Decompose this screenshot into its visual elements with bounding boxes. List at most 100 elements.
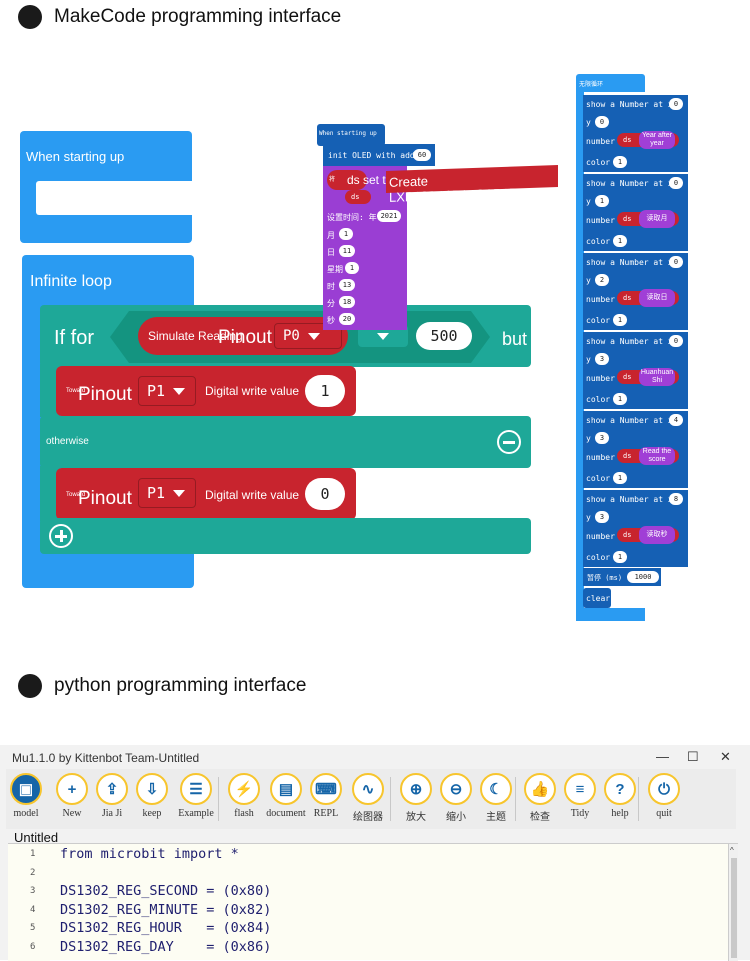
show-number-block[interactable]: show a Number at x 0 y 0 number ds Year … bbox=[583, 95, 688, 172]
x-input[interactable]: 4 bbox=[669, 414, 683, 426]
y-label: y bbox=[586, 513, 591, 522]
init-oled-block[interactable]: init OLED with addr 60 bbox=[323, 144, 435, 166]
operator-dropdown[interactable] bbox=[358, 325, 408, 347]
color-input[interactable]: 1 bbox=[613, 393, 627, 405]
toolbar-button-document[interactable]: ▤ document bbox=[266, 773, 306, 819]
write-value-input[interactable]: 0 bbox=[305, 478, 345, 510]
field-input-hour[interactable]: 13 bbox=[339, 279, 355, 291]
remove-branch-icon[interactable] bbox=[497, 430, 521, 454]
toolbar-button-label: 绘图器 bbox=[353, 812, 383, 823]
ds-function-dropdown[interactable]: Year after year bbox=[639, 131, 675, 149]
scroll-up-icon[interactable]: ^ bbox=[730, 846, 734, 855]
toolbar-button-主题[interactable]: ☾ 主题 bbox=[476, 773, 516, 823]
color-label: color bbox=[586, 553, 611, 562]
bullet-icon bbox=[18, 674, 42, 698]
toolbar-button-flash[interactable]: ⚡ flash bbox=[224, 773, 264, 819]
compare-value-input[interactable]: 500 bbox=[416, 322, 472, 350]
show-number-block[interactable]: show a Number at x 4 y 3 number ds Read … bbox=[583, 411, 688, 488]
vertical-scrollbar[interactable]: ^ bbox=[728, 844, 738, 961]
pin-dropdown[interactable]: P1 bbox=[138, 478, 196, 508]
maximize-button[interactable]: ☐ bbox=[687, 749, 699, 764]
middle-hat-block[interactable]: When starting up bbox=[317, 124, 385, 146]
toolbar-button-绘图器[interactable]: ∿ 绘图器 bbox=[348, 773, 388, 823]
color-input[interactable]: 1 bbox=[613, 235, 627, 247]
color-input[interactable]: 1 bbox=[613, 472, 627, 484]
field-input-month[interactable]: 1 bbox=[339, 228, 353, 240]
toolbar-button-help[interactable]: ? help bbox=[600, 773, 640, 819]
start-block[interactable]: When starting up bbox=[20, 131, 192, 243]
y-input[interactable]: 3 bbox=[595, 432, 609, 444]
color-input[interactable]: 1 bbox=[613, 551, 627, 563]
field-input-day[interactable]: 11 bbox=[339, 245, 355, 257]
write-value-input[interactable]: 1 bbox=[305, 375, 345, 407]
ds-dropdown[interactable]: ds bbox=[345, 190, 371, 204]
code-line[interactable]: DS1302_REG_MINUTE = (0x82) bbox=[60, 901, 272, 918]
ds-function-dropdown[interactable]: 读取日 bbox=[639, 289, 675, 307]
pause-block[interactable]: 暂停 (ms) 1000 bbox=[583, 568, 661, 586]
ds-label: ds bbox=[623, 215, 632, 223]
pin-read-dropdown[interactable]: P0 bbox=[274, 323, 342, 349]
color-label: color bbox=[586, 474, 611, 483]
pin-dropdown[interactable]: P1 bbox=[138, 376, 196, 406]
toolbar: ▣ model+ New⇪ Jia Ji⇩ keep☰ Example⚡ fla… bbox=[6, 769, 736, 829]
field-input-second[interactable]: 20 bbox=[339, 313, 355, 325]
if-block[interactable]: If for but Simulate Reading Pinout P0 50… bbox=[40, 305, 531, 367]
digital-write-block-then[interactable]: Toward Pinout P1 Digital write value 1 bbox=[56, 366, 356, 416]
x-input[interactable]: 0 bbox=[669, 256, 683, 268]
minimize-button[interactable]: — bbox=[656, 749, 669, 764]
thumbs-up-icon: 👍 bbox=[524, 773, 556, 805]
toolbar-button-quit[interactable]: ⏻ quit bbox=[644, 773, 684, 819]
digital-write-block-else[interactable]: Toward Pinout P1 Digital write value 0 bbox=[56, 468, 356, 520]
x-input[interactable]: 0 bbox=[669, 98, 683, 110]
right-hat-block[interactable]: 无限循环 bbox=[576, 74, 645, 92]
y-input[interactable]: 0 bbox=[595, 116, 609, 128]
field-input-minute[interactable]: 18 bbox=[339, 296, 355, 308]
toolbar-button-放大[interactable]: ⊕ 放大 bbox=[396, 773, 436, 823]
show-number-block[interactable]: show a Number at x 0 y 2 number ds 读取日 c… bbox=[583, 253, 688, 330]
y-input[interactable]: 1 bbox=[595, 195, 609, 207]
toolbar-button-缩小[interactable]: ⊖ 缩小 bbox=[436, 773, 476, 823]
show-number-block[interactable]: show a Number at x 8 y 3 number ds 读取秒 c… bbox=[583, 490, 688, 567]
toolbar-button-model[interactable]: ▣ model bbox=[6, 773, 46, 819]
code-line[interactable]: from microbit import * bbox=[60, 846, 239, 862]
code-line[interactable]: DS1302_REG_DAY = (0x86) bbox=[60, 938, 272, 955]
color-input[interactable]: 1 bbox=[613, 156, 627, 168]
show-number-block[interactable]: show a Number at x 0 y 3 number ds Huanh… bbox=[583, 332, 688, 409]
simulate-block[interactable]: Simulate Reading Pinout P0 bbox=[138, 317, 348, 355]
clear-label: clear bbox=[586, 594, 611, 603]
y-input[interactable]: 3 bbox=[595, 511, 609, 523]
show-number-label: show a Number at x bbox=[586, 179, 673, 188]
toolbar-button-example[interactable]: ☰ Example bbox=[176, 773, 216, 819]
code-line[interactable]: DS1302_REG_SECOND = (0x80) bbox=[60, 883, 272, 899]
toolbar-button-keep[interactable]: ⇩ keep bbox=[132, 773, 172, 819]
toolbar-button-new[interactable]: + New bbox=[52, 773, 92, 819]
show-number-block[interactable]: show a Number at x 0 y 1 number ds 读取月 c… bbox=[583, 174, 688, 251]
add-branch-icon[interactable] bbox=[49, 524, 73, 548]
else-block[interactable]: otherwise bbox=[40, 416, 531, 468]
ds-set-time-block[interactable]: 将 ds set t ds 设置时间: 年 2021 月 1 日 11 星期 1… bbox=[323, 166, 407, 330]
year-input[interactable]: 2021 bbox=[377, 210, 401, 222]
x-input[interactable]: 0 bbox=[669, 177, 683, 189]
toolbar-button-jia-ji[interactable]: ⇪ Jia Ji bbox=[92, 773, 132, 819]
scrollbar-thumb[interactable] bbox=[731, 858, 737, 958]
field-input-weekday[interactable]: 1 bbox=[345, 262, 359, 274]
x-input[interactable]: 8 bbox=[669, 493, 683, 505]
color-input[interactable]: 1 bbox=[613, 314, 627, 326]
pause-value[interactable]: 1000 bbox=[627, 571, 659, 583]
ds-function-dropdown[interactable]: Read the score bbox=[639, 447, 675, 465]
ds-function-dropdown[interactable]: 读取秒 bbox=[639, 526, 675, 544]
y-input[interactable]: 2 bbox=[595, 274, 609, 286]
clear-block[interactable]: clear bbox=[583, 588, 611, 608]
toolbar-button-检查[interactable]: 👍 检查 bbox=[520, 773, 560, 823]
toolbar-button-repl[interactable]: ⌨ REPL bbox=[306, 773, 346, 819]
code-line[interactable]: DS1302_REG_HOUR = (0x84) bbox=[60, 920, 272, 936]
y-input[interactable]: 3 bbox=[595, 353, 609, 365]
toolbar-button-tidy[interactable]: ≡ Tidy bbox=[560, 773, 600, 819]
file-tab[interactable]: Untitled bbox=[14, 830, 59, 845]
close-button[interactable]: ✕ bbox=[720, 749, 731, 764]
ds-function-dropdown[interactable]: 读取月 bbox=[639, 210, 675, 228]
x-input[interactable]: 0 bbox=[669, 335, 683, 347]
ds-function-dropdown[interactable]: Huanhuan Shi bbox=[639, 368, 675, 386]
init-oled-value[interactable]: 60 bbox=[413, 149, 431, 161]
